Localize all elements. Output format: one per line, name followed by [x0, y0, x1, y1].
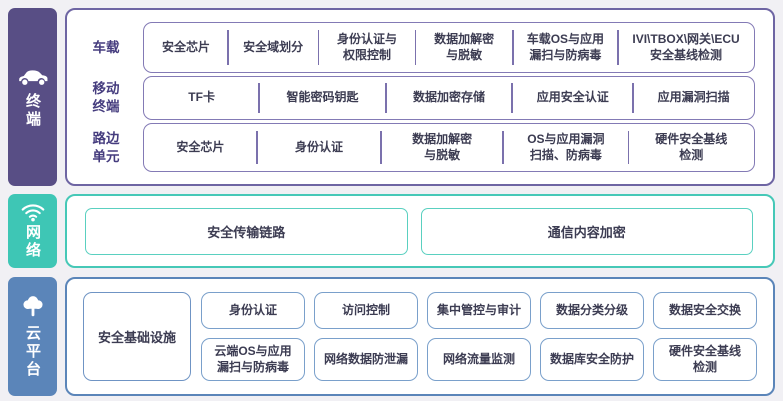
cloud-sidebar-label: 云平台 [24, 325, 41, 379]
cloud-tree-icon [20, 294, 46, 320]
terminal-cell: TF卡 [188, 90, 215, 105]
terminal-cell: 车载OS与应用 漏扫与防病毒 [511, 23, 618, 72]
terminal-row-label: 路边 单元 [92, 130, 120, 164]
cloud-cell: 数据分类分级 [540, 292, 644, 330]
cloud-sidebar: 云平台 [8, 277, 57, 396]
terminal-row-vehicle: 车载 安全芯片 安全域划分 身份认证与 权限控制 数据加解密 与脱敏 车载OS与… [81, 22, 755, 73]
network-panel: 安全传输链路 通信内容加密 [65, 194, 775, 268]
wifi-icon [20, 202, 46, 222]
network-item: 安全传输链路 [85, 207, 408, 255]
terminal-row-label: 移动 终端 [92, 81, 120, 114]
cloud-infrastructure-box: 安全基础设施 [83, 292, 191, 381]
terminal-cell: 身份认证 [256, 124, 381, 171]
terminal-cell: 安全域划分 [227, 23, 319, 72]
terminal-sidebar-label: 终端 [24, 92, 41, 129]
terminal-row-box: TF卡 智能密码钥匙 数据加密存储 应用安全认证 应用漏洞扫描 [143, 76, 755, 120]
cloud-cell: 数据安全交换 [653, 292, 757, 330]
cloud-grid: 身份认证 访问控制 集中管控与审计 数据分类分级 数据安全交换 云端OS与应用 … [201, 292, 757, 381]
terminal-cell: 应用安全认证 [511, 77, 633, 119]
terminal-row-box: 安全芯片 安全域划分 身份认证与 权限控制 数据加解密 与脱敏 车载OS与应用 … [143, 22, 755, 73]
network-sidebar-label: 网络 [24, 224, 41, 260]
cloud-cell: 身份认证 [201, 292, 305, 330]
network-sidebar: 网络 [8, 194, 57, 268]
car-icon [16, 66, 50, 88]
terminal-cell: OS与应用漏洞 扫描、防病毒 [502, 124, 628, 171]
terminal-row-box: 安全芯片 身份认证 数据加解密 与脱敏 OS与应用漏洞 扫描、防病毒 硬件安全基… [143, 123, 755, 172]
terminal-cell: 身份认证与 权限控制 [317, 23, 415, 72]
cloud-cell: 云端OS与应用 漏扫与防病毒 [201, 338, 305, 381]
terminal-cell: 数据加解密 与脱敏 [380, 124, 503, 171]
cloud-cell: 集中管控与审计 [427, 292, 531, 330]
cloud-cell: 网络数据防泄漏 [314, 338, 418, 381]
terminal-cell: 应用漏洞扫描 [632, 77, 754, 119]
terminal-panel: 车载 安全芯片 安全域划分 身份认证与 权限控制 数据加解密 与脱敏 车载OS与… [65, 8, 775, 186]
terminal-cell: 数据加密存储 [384, 77, 513, 119]
terminal-row-label: 车载 [92, 39, 120, 55]
cloud-cell: 网络流量监测 [427, 338, 531, 381]
cloud-cell: 数据库安全防护 [540, 338, 644, 381]
terminal-row-roadside: 路边 单元 安全芯片 身份认证 数据加解密 与脱敏 OS与应用漏洞 扫描、防病毒… [81, 123, 755, 172]
terminal-sidebar: 终端 [8, 8, 57, 186]
terminal-row-mobile: 移动 终端 TF卡 智能密码钥匙 数据加密存储 应用安全认证 应用漏洞扫描 [81, 76, 755, 120]
terminal-cell: 安全芯片 [161, 39, 210, 54]
terminal-cell: IVI\TBOX\网关\ECU 安全基线检测 [617, 23, 754, 72]
terminal-cell: 安全芯片 [176, 139, 225, 154]
network-item: 通信内容加密 [420, 207, 753, 255]
cloud-panel: 安全基础设施 身份认证 访问控制 集中管控与审计 数据分类分级 数据安全交换 云… [65, 277, 775, 396]
terminal-cell: 智能密码钥匙 [258, 77, 386, 119]
terminal-cell: 数据加解密 与脱敏 [414, 23, 513, 72]
terminal-cell: 硬件安全基线 检测 [627, 124, 754, 171]
cloud-cell: 访问控制 [314, 292, 418, 330]
cloud-cell: 硬件安全基线 检测 [653, 338, 757, 381]
